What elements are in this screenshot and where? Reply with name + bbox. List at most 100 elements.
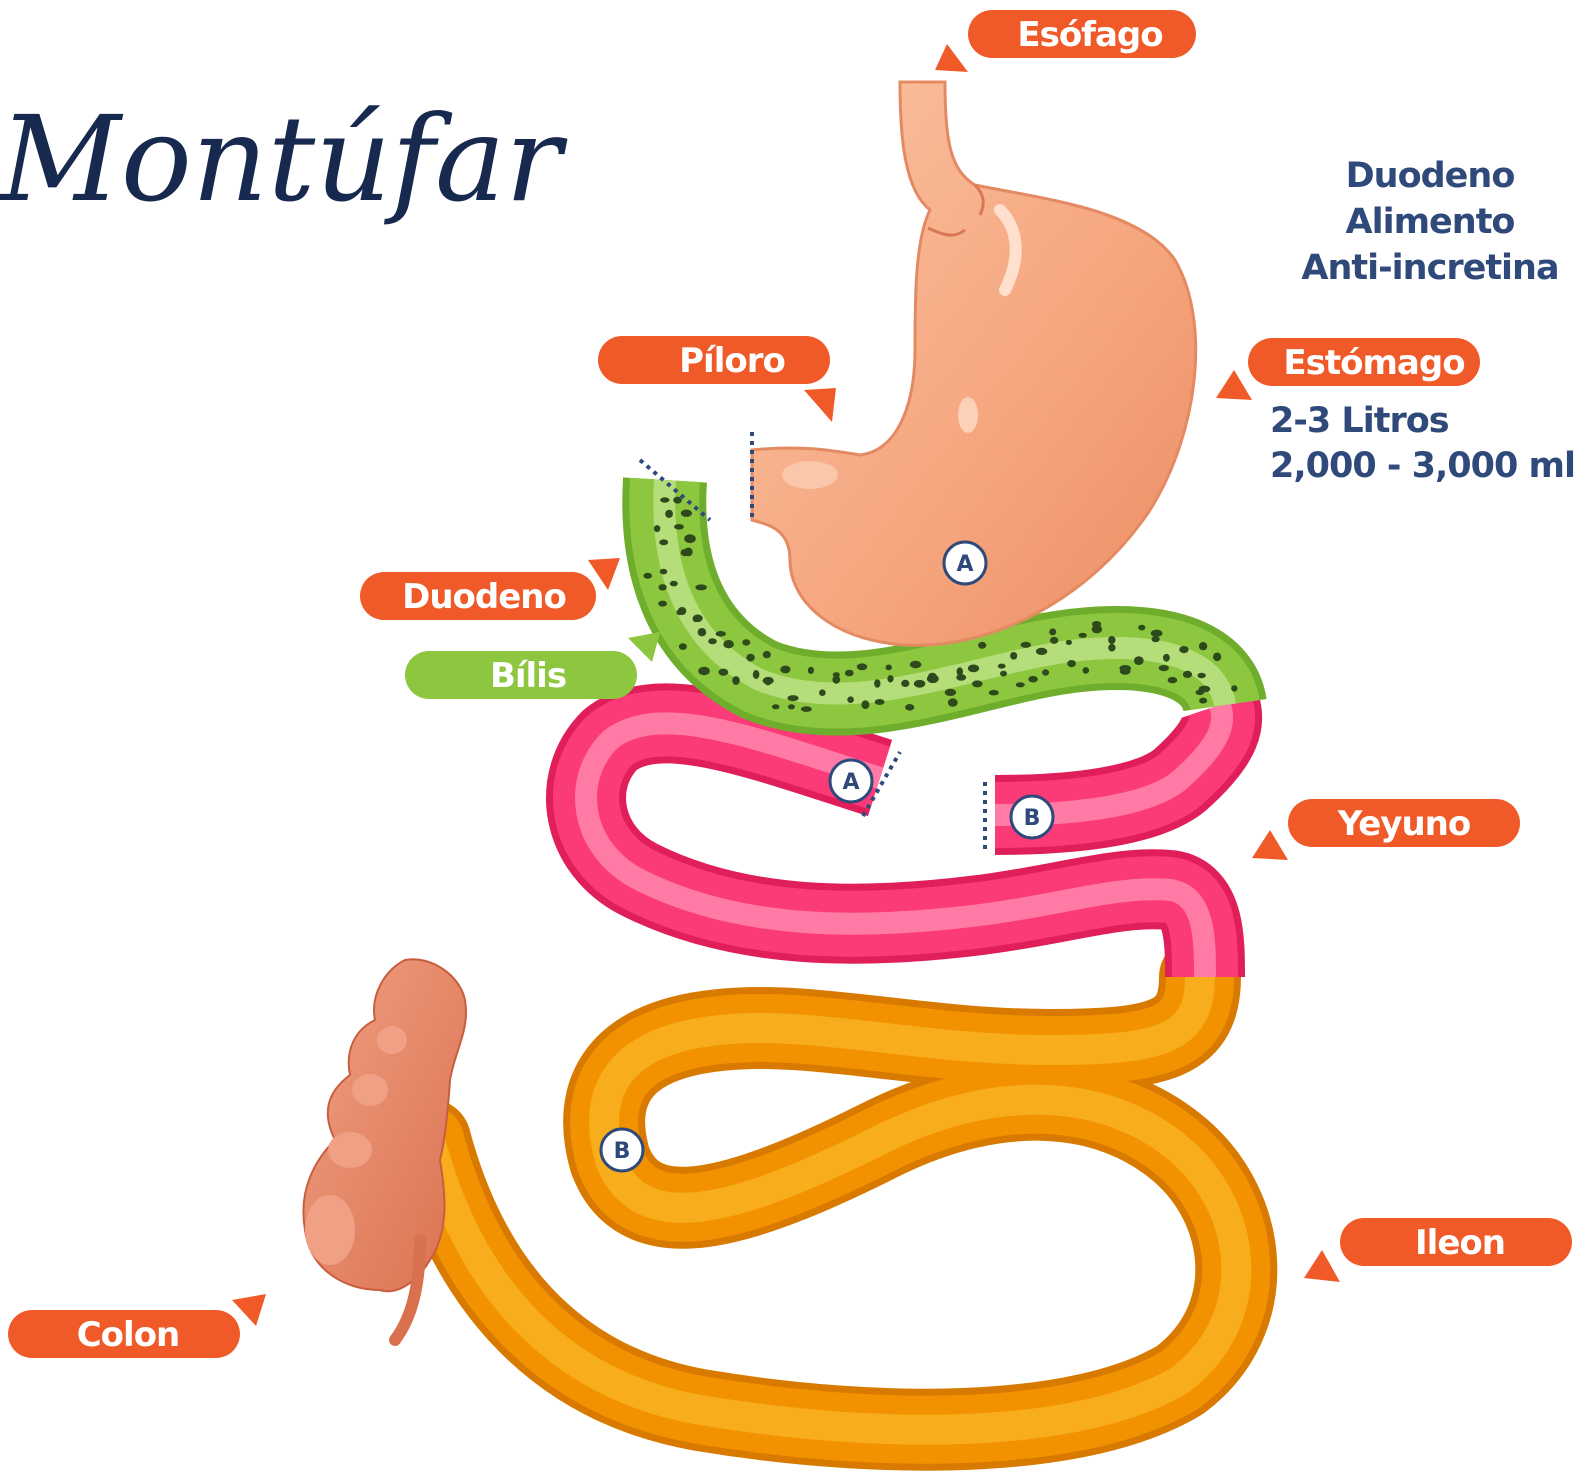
bile-dot xyxy=(910,661,921,669)
bile-dot xyxy=(1083,667,1090,674)
bile-dot xyxy=(874,679,880,688)
bile-dot xyxy=(788,704,795,709)
svg-text:B: B xyxy=(1024,806,1041,831)
label-piloro: Píloro xyxy=(598,336,836,422)
bile-dot xyxy=(1196,690,1205,695)
svg-text:A: A xyxy=(956,552,973,577)
bile-dot xyxy=(765,677,772,685)
label-duodeno: Duodeno xyxy=(360,558,620,620)
bile-dot xyxy=(753,670,760,679)
bile-dot xyxy=(1042,669,1049,675)
bile-dot xyxy=(1021,642,1031,648)
logo: Montúfar xyxy=(0,90,568,228)
bile-dot xyxy=(1108,636,1115,644)
bile-dot xyxy=(1036,648,1047,655)
logo-text: Montúfar xyxy=(0,90,568,228)
bile-dot xyxy=(914,680,925,688)
bile-dot xyxy=(772,704,780,709)
svg-text:Estómago: Estómago xyxy=(1283,343,1464,383)
bile-dot xyxy=(679,643,687,650)
bile-dot xyxy=(1000,671,1007,677)
bile-dot xyxy=(698,667,710,675)
bile-dot xyxy=(1134,656,1144,665)
bile-dot xyxy=(998,664,1006,669)
bile-dot xyxy=(808,667,814,674)
bile-dot xyxy=(928,673,937,681)
bile-dot xyxy=(948,698,958,706)
bile-dot xyxy=(684,534,696,543)
bile-dot xyxy=(901,680,909,687)
info-top: Duodeno Alimento Anti-incretina xyxy=(1301,156,1558,288)
bile-dot xyxy=(1016,682,1025,687)
bile-dot xyxy=(905,704,914,711)
bile-dot xyxy=(857,663,868,670)
bile-dot xyxy=(1108,644,1115,652)
bile-dot xyxy=(660,569,668,575)
bile-dot xyxy=(660,497,669,502)
bile-dot xyxy=(1168,677,1178,683)
svg-text:Esófago: Esófago xyxy=(1017,15,1162,55)
bile-dot xyxy=(719,669,729,676)
bile-dot xyxy=(659,539,668,545)
svg-text:Duodeno: Duodeno xyxy=(1346,156,1515,196)
svg-text:Píloro: Píloro xyxy=(679,341,785,381)
bile-dot xyxy=(956,674,966,681)
label-estomago: Estómago xyxy=(1216,338,1480,400)
svg-text:Ileon: Ileon xyxy=(1415,1223,1505,1263)
bile-dot xyxy=(643,573,652,579)
bile-dot xyxy=(833,672,840,677)
bile-dot xyxy=(1213,653,1221,662)
bile-dot xyxy=(1199,698,1207,704)
bile-dot xyxy=(819,689,825,695)
bile-dot xyxy=(1179,646,1188,653)
bile-dot xyxy=(673,497,682,504)
bile-dot xyxy=(658,601,667,607)
bile-dot xyxy=(1079,633,1087,638)
svg-text:Duodeno: Duodeno xyxy=(402,577,566,617)
bile-dot xyxy=(1066,640,1072,645)
svg-text:A: A xyxy=(842,770,859,795)
bile-dot xyxy=(695,584,707,590)
svg-text:Alimento: Alimento xyxy=(1346,202,1515,242)
svg-text:Colon: Colon xyxy=(77,1315,180,1355)
bile-dot xyxy=(1159,665,1169,671)
marker-ileum-b: B xyxy=(601,1129,643,1171)
svg-text:Bílis: Bílis xyxy=(490,656,566,696)
label-ileon: Ileon xyxy=(1304,1218,1572,1282)
bile-dot xyxy=(681,510,692,517)
marker-stomach-a: A xyxy=(944,542,986,584)
bile-dot xyxy=(1152,636,1160,642)
marker-jejunum-a: A xyxy=(830,760,872,802)
svg-text:Yeyuno: Yeyuno xyxy=(1337,804,1471,844)
svg-text:B: B xyxy=(614,1139,631,1164)
bile-dot xyxy=(1010,652,1017,660)
bile-dot xyxy=(746,654,754,662)
svg-text:2,000 - 3,000 ml: 2,000 - 3,000 ml xyxy=(1270,446,1575,486)
bile-dot xyxy=(665,510,673,518)
bile-dot xyxy=(887,675,893,682)
bile-dot xyxy=(787,695,798,701)
bile-dot xyxy=(659,584,667,590)
bile-dot xyxy=(801,706,812,712)
bile-dot xyxy=(1120,668,1131,675)
bile-dot xyxy=(1163,654,1170,662)
bile-dot xyxy=(654,525,660,532)
bile-dot xyxy=(780,666,790,674)
bile-dot xyxy=(1199,642,1207,650)
svg-text:Anti-incretina: Anti-incretina xyxy=(1301,248,1558,288)
jejunum xyxy=(586,705,1222,977)
bile-dot xyxy=(968,665,979,673)
colon xyxy=(303,959,466,1340)
svg-text:2-3 Litros: 2-3 Litros xyxy=(1270,401,1449,441)
bile-dot xyxy=(732,676,740,685)
bile-dot xyxy=(1067,660,1076,667)
bile-dot xyxy=(670,581,678,587)
bile-dot xyxy=(847,696,854,703)
bile-dot xyxy=(681,549,690,556)
bile-dot xyxy=(1092,621,1101,627)
marker-jejunum-b: B xyxy=(1011,796,1053,838)
bile-dot xyxy=(693,615,703,623)
bile-dot xyxy=(698,628,707,636)
bile-dot xyxy=(1151,630,1163,637)
bile-dot xyxy=(978,642,986,649)
